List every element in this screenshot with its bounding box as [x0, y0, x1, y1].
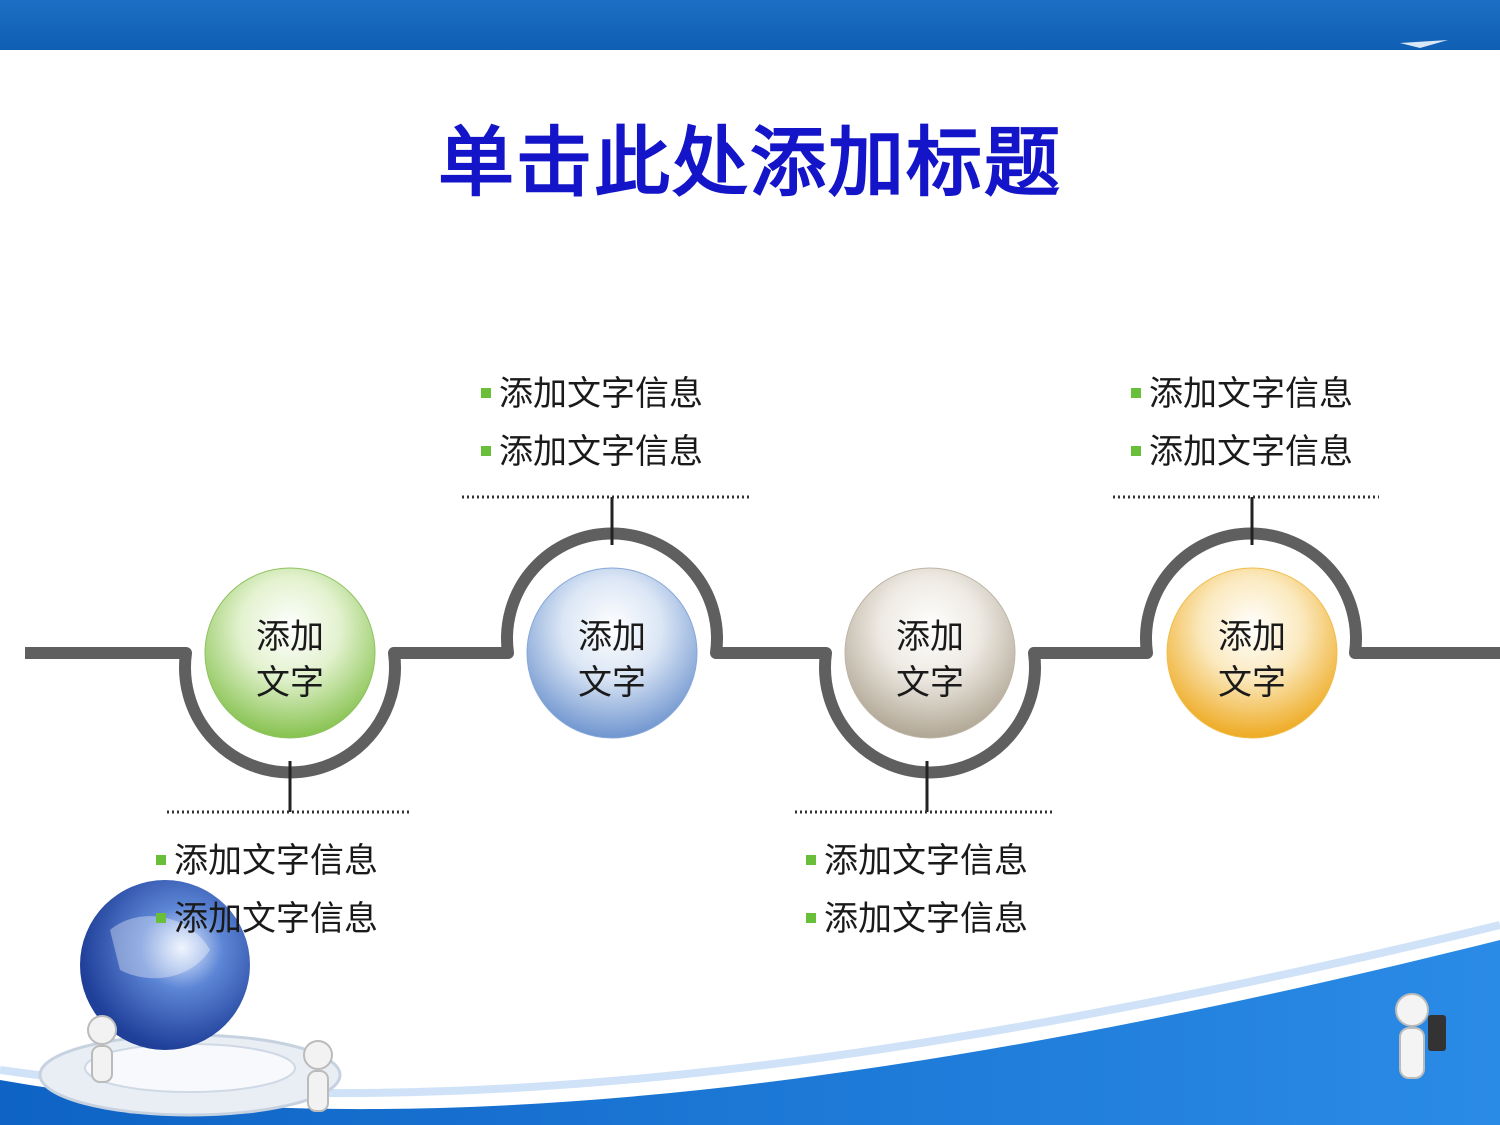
info-block-3[interactable]: 添加文字信息 添加文字信息 — [806, 832, 1028, 948]
bottom-wave — [0, 940, 1500, 1125]
node-label-1[interactable]: 添加 文字 — [215, 614, 365, 706]
figure-icon — [87, 1015, 333, 1112]
info-block-4[interactable]: 添加文字信息 添加文字信息 — [1131, 365, 1353, 481]
info-item: 添加文字信息 — [156, 890, 378, 948]
node-circle-3 — [844, 567, 1016, 739]
node-label-2-line2: 文字 — [578, 663, 646, 703]
info-block-1[interactable]: 添加文字信息 添加文字信息 — [156, 832, 378, 948]
node-label-2-line1: 添加 — [578, 617, 646, 657]
globe-icon — [38, 880, 342, 1117]
top-right-swoosh — [1400, 40, 1448, 48]
node-label-4-line2: 文字 — [1218, 663, 1286, 703]
info-item: 添加文字信息 — [1131, 365, 1353, 423]
slide-title[interactable]: 单击此处添加标题 — [438, 118, 1062, 207]
phone-figure-icon — [1395, 993, 1446, 1079]
node-label-4-line1: 添加 — [1218, 617, 1286, 657]
node-circle-2 — [526, 567, 698, 739]
info-item: 添加文字信息 — [156, 832, 378, 890]
node-label-2[interactable]: 添加 文字 — [537, 614, 687, 706]
info-block-2[interactable]: 添加文字信息 添加文字信息 — [481, 365, 703, 481]
node-circle-4 — [1166, 567, 1338, 739]
node-label-1-line2: 文字 — [256, 663, 324, 703]
node-label-3[interactable]: 添加 文字 — [855, 614, 1005, 706]
info-item: 添加文字信息 — [806, 832, 1028, 890]
info-item: 添加文字信息 — [481, 423, 703, 481]
node-circle-1 — [204, 567, 376, 739]
top-band — [0, 0, 1500, 50]
node-label-3-line2: 文字 — [896, 663, 964, 703]
info-item: 添加文字信息 — [806, 890, 1028, 948]
node-label-4[interactable]: 添加 文字 — [1177, 614, 1327, 706]
node-label-3-line1: 添加 — [896, 617, 964, 657]
info-item: 添加文字信息 — [481, 365, 703, 423]
node-label-1-line1: 添加 — [256, 617, 324, 657]
connector-line — [25, 527, 1500, 779]
info-item: 添加文字信息 — [1131, 423, 1353, 481]
